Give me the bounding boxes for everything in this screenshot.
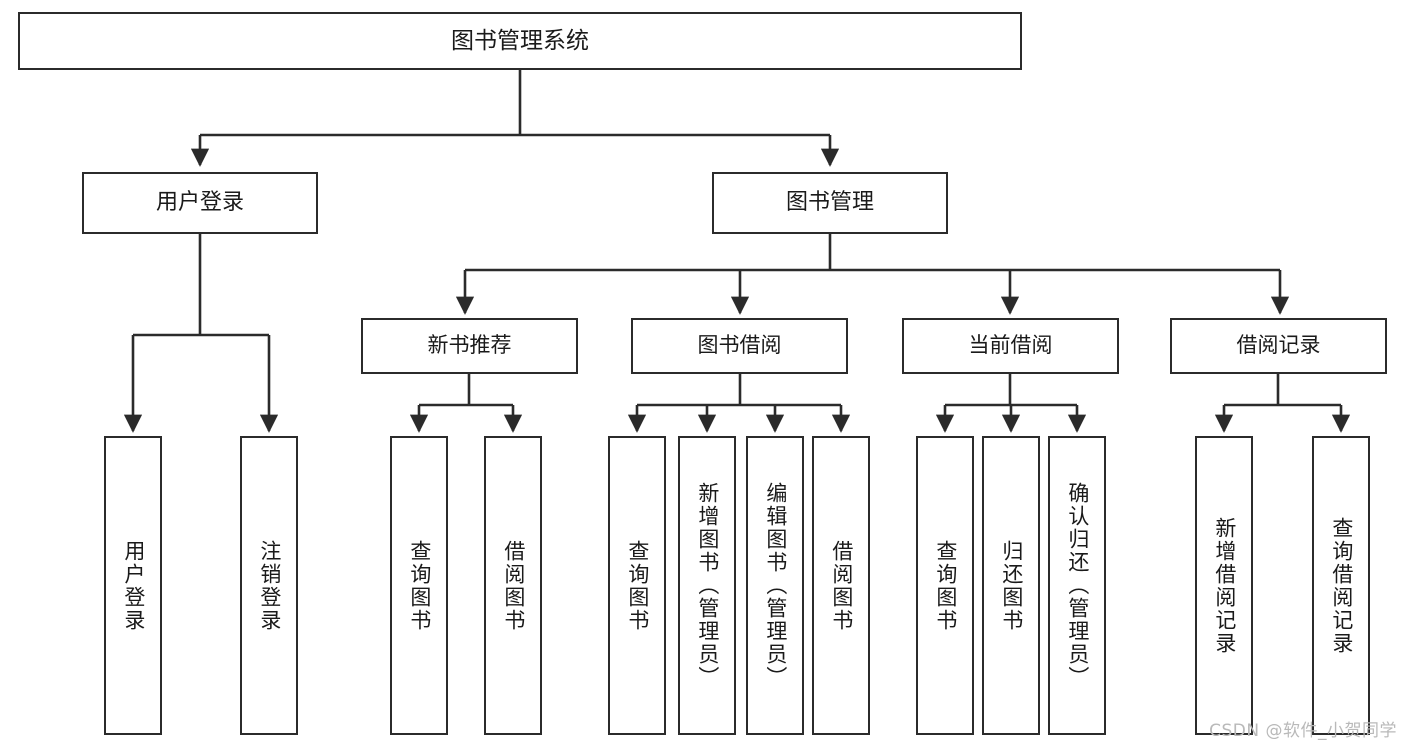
node-leaf-query-book-2-label: 查询图书 xyxy=(625,539,650,632)
node-new-book-recommend-label: 新书推荐 xyxy=(427,333,512,358)
node-leaf-user-login-label: 用户登录 xyxy=(121,539,146,632)
node-book-borrow-label: 图书借阅 xyxy=(697,333,782,358)
node-leaf-confirm-return-label: 确认归还（管理员） xyxy=(1065,482,1090,689)
node-new-book-recommend[interactable]: 新书推荐 xyxy=(361,318,578,374)
node-leaf-logout-label: 注销登录 xyxy=(257,539,282,632)
node-leaf-return-book-label: 归还图书 xyxy=(999,539,1024,632)
node-user-login-label: 用户登录 xyxy=(155,189,244,215)
node-leaf-user-login[interactable]: 用户登录 xyxy=(104,436,162,735)
node-borrow-record-label: 借阅记录 xyxy=(1236,333,1321,358)
node-leaf-return-book[interactable]: 归还图书 xyxy=(982,436,1040,735)
node-root[interactable]: 图书管理系统 xyxy=(18,12,1022,70)
node-leaf-borrow-book-1-label: 借阅图书 xyxy=(501,539,526,632)
node-leaf-query-book-1-label: 查询图书 xyxy=(407,539,432,632)
node-leaf-query-book-2[interactable]: 查询图书 xyxy=(608,436,666,735)
watermark: CSDN @软件_小贺同学 xyxy=(1209,721,1397,741)
node-leaf-edit-book-label: 编辑图书（管理员） xyxy=(763,482,788,689)
node-leaf-borrow-book-1[interactable]: 借阅图书 xyxy=(484,436,542,735)
node-leaf-logout[interactable]: 注销登录 xyxy=(240,436,298,735)
node-leaf-confirm-return[interactable]: 确认归还（管理员） xyxy=(1048,436,1106,735)
node-leaf-query-book-3-label: 查询图书 xyxy=(933,539,958,632)
node-leaf-add-record[interactable]: 新增借阅记录 xyxy=(1195,436,1253,735)
node-leaf-add-book[interactable]: 新增图书（管理员） xyxy=(678,436,736,735)
node-leaf-borrow-book-2[interactable]: 借阅图书 xyxy=(812,436,870,735)
node-book-manage-label: 图书管理 xyxy=(785,189,874,215)
node-root-label: 图书管理系统 xyxy=(451,27,589,54)
node-leaf-edit-book[interactable]: 编辑图书（管理员） xyxy=(746,436,804,735)
node-book-borrow[interactable]: 图书借阅 xyxy=(631,318,848,374)
node-borrow-record[interactable]: 借阅记录 xyxy=(1170,318,1387,374)
node-current-borrow-label: 当前借阅 xyxy=(968,333,1053,358)
node-leaf-query-book-1[interactable]: 查询图书 xyxy=(390,436,448,735)
node-current-borrow[interactable]: 当前借阅 xyxy=(902,318,1119,374)
node-leaf-query-record-label: 查询借阅记录 xyxy=(1329,516,1354,655)
node-leaf-borrow-book-2-label: 借阅图书 xyxy=(829,539,854,632)
node-leaf-query-book-3[interactable]: 查询图书 xyxy=(916,436,974,735)
node-leaf-add-record-label: 新增借阅记录 xyxy=(1212,516,1237,655)
node-user-login[interactable]: 用户登录 xyxy=(82,172,318,234)
node-book-manage[interactable]: 图书管理 xyxy=(712,172,948,234)
node-leaf-query-record[interactable]: 查询借阅记录 xyxy=(1312,436,1370,735)
node-leaf-add-book-label: 新增图书（管理员） xyxy=(695,482,720,689)
